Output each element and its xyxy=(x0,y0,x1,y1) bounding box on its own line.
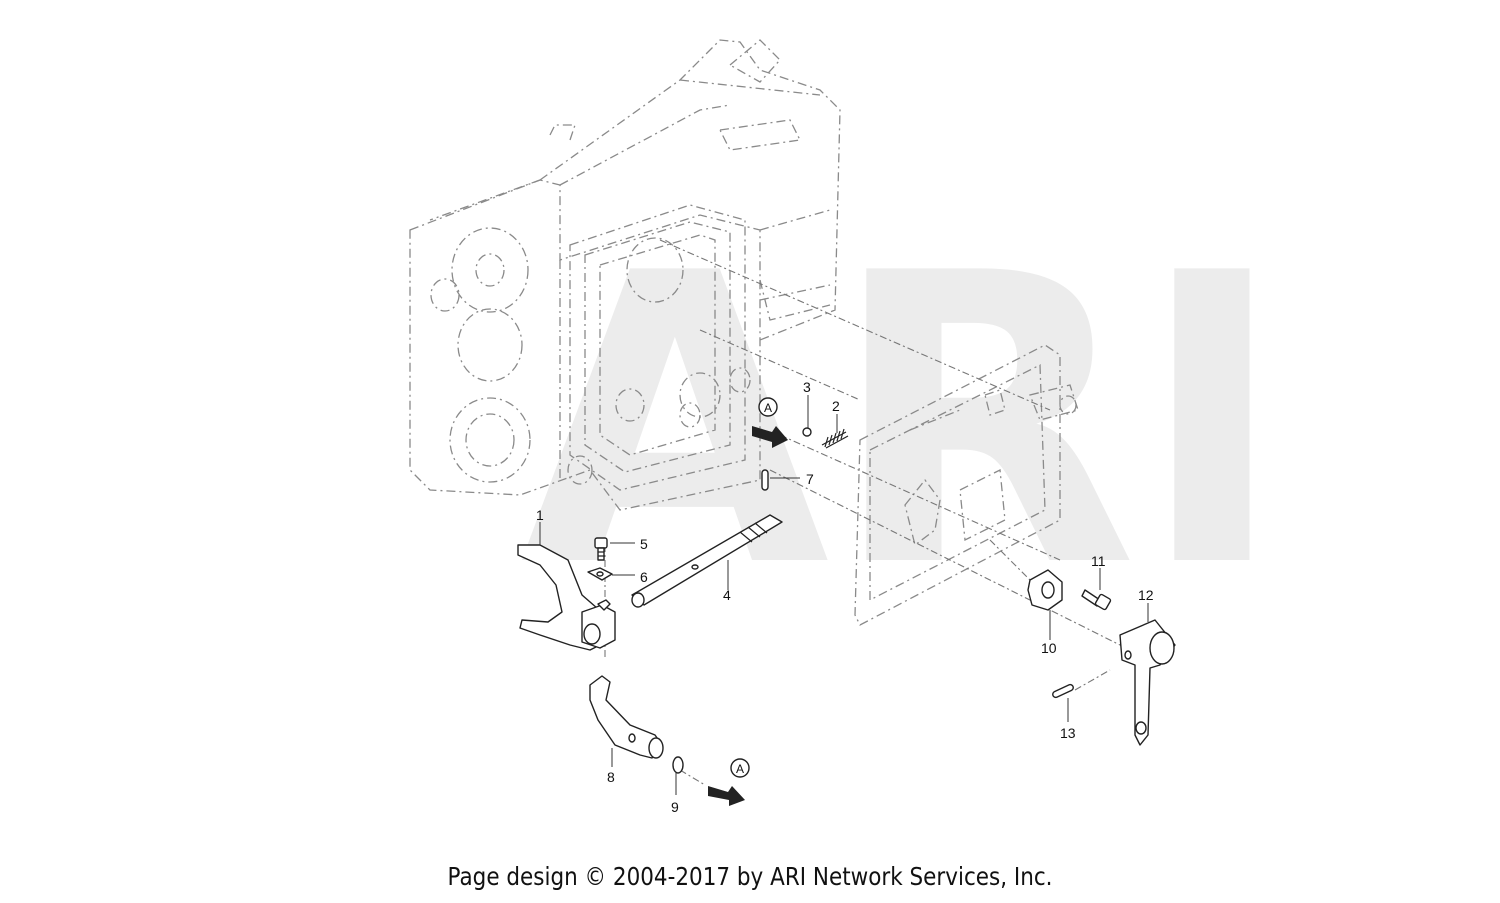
callout-leaders xyxy=(539,395,1149,795)
callout-2: 2 xyxy=(832,398,840,414)
callout-13: 13 xyxy=(1060,725,1076,741)
part-8-lever-shaft xyxy=(589,675,664,759)
svg-text:A: A xyxy=(764,401,772,415)
side-cover xyxy=(854,344,1079,626)
part-13-pin xyxy=(1052,683,1074,699)
part-3-ball xyxy=(802,427,812,437)
arrow-a-top: A xyxy=(752,397,788,448)
callout-5: 5 xyxy=(640,536,648,552)
callout-4: 4 xyxy=(723,587,731,603)
callout-6: 6 xyxy=(640,569,648,585)
part-12-shift-arm xyxy=(1119,619,1176,746)
part-1-shift-fork xyxy=(517,544,616,651)
part-2-spring xyxy=(821,428,849,449)
callout-7: 7 xyxy=(806,471,814,487)
arrow-a-bottom: A xyxy=(708,758,750,806)
part-10-gasket xyxy=(1027,569,1063,611)
callout-1: 1 xyxy=(536,507,544,523)
svg-text:A: A xyxy=(736,762,744,776)
callout-12: 12 xyxy=(1138,587,1154,603)
part-4-shift-rod xyxy=(631,514,783,608)
copyright-footer: Page design © 2004-2017 by ARI Network S… xyxy=(447,862,1053,891)
part-11-bolt xyxy=(1081,589,1112,611)
callout-10: 10 xyxy=(1041,640,1057,656)
transmission-housing xyxy=(409,39,841,511)
callout-3: 3 xyxy=(803,379,811,395)
part-6-lock-washer xyxy=(587,567,613,581)
callout-11: 11 xyxy=(1091,553,1106,569)
part-7-pin xyxy=(761,469,769,491)
callout-8: 8 xyxy=(607,769,615,785)
callout-numbers: 1 2 3 4 5 6 7 8 9 10 11 12 13 xyxy=(536,379,1154,815)
watermark: ARI xyxy=(520,190,1286,655)
part-5-bolt xyxy=(594,537,608,561)
part-9-o-ring xyxy=(672,756,684,774)
callout-9: 9 xyxy=(671,799,679,815)
